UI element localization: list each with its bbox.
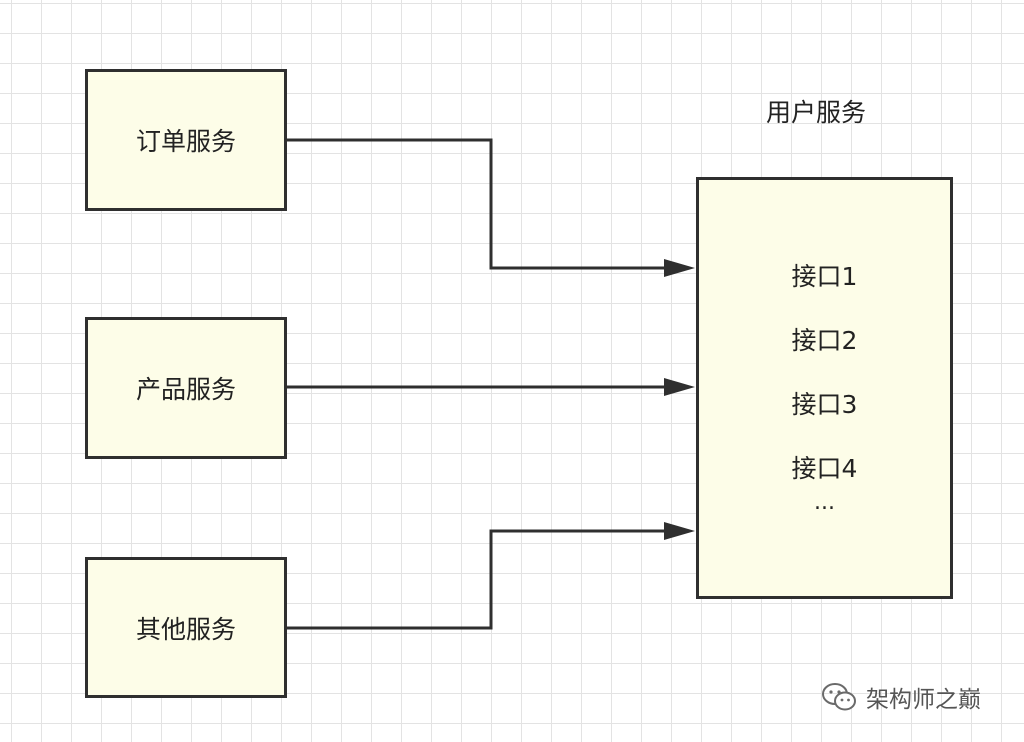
- user-service-box[interactable]: 接口1 接口2 接口3 接口4 ...: [696, 177, 953, 599]
- arrowhead-product: [664, 378, 695, 396]
- connector-other-to-user: [287, 529, 664, 630]
- other-service-box[interactable]: 其他服务: [85, 557, 287, 698]
- interface-4: 接口4: [791, 454, 858, 483]
- arrowhead-order: [664, 259, 695, 277]
- other-service-label: 其他服务: [135, 614, 236, 644]
- wechat-icon: [822, 683, 856, 711]
- interface-ellipsis: ...: [814, 490, 835, 515]
- order-service-box[interactable]: 订单服务: [85, 69, 287, 211]
- interface-2: 接口2: [791, 326, 858, 355]
- watermark-text: 架构师之巅: [866, 687, 981, 713]
- user-service-title: 用户服务: [766, 98, 867, 127]
- interface-1: 接口1: [791, 262, 858, 291]
- watermark: 架构师之巅: [820, 679, 981, 715]
- product-service-label: 产品服务: [135, 375, 236, 404]
- arrowhead-other: [664, 522, 695, 540]
- connector-order-to-user: [287, 138, 664, 270]
- product-service-box[interactable]: 产品服务: [85, 317, 287, 459]
- order-service-label: 订单服务: [135, 127, 236, 156]
- interface-3: 接口3: [791, 390, 858, 419]
